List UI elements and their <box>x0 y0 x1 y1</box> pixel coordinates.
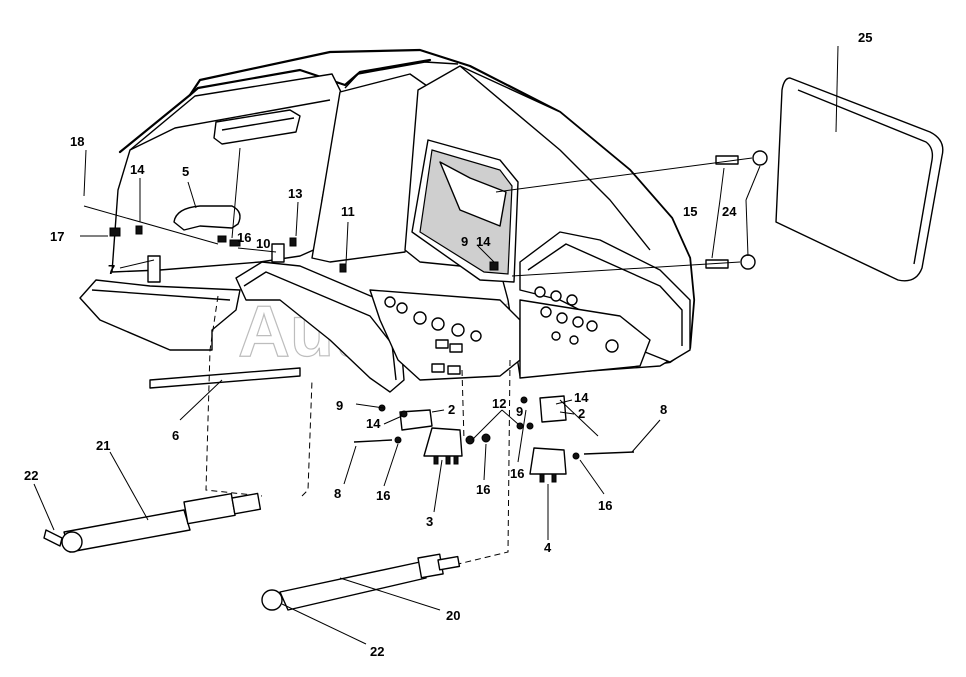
callout-8-a: 8 <box>660 402 667 417</box>
callout-16-a: 16 <box>237 230 251 245</box>
callout-2-b: 2 <box>578 406 585 421</box>
callout-16-c: 16 <box>476 482 490 497</box>
callout-16-b: 16 <box>376 488 390 503</box>
callout-17: 17 <box>50 229 64 244</box>
callout-labels: 25 18 14 5 13 11 17 16 10 7 9 14 15 24 6… <box>24 30 872 659</box>
seal-strip <box>149 367 301 389</box>
callout-22-b: 22 <box>370 644 384 659</box>
leader-lines <box>80 45 839 421</box>
callout-25: 25 <box>858 30 872 45</box>
callout-7: 7 <box>108 262 115 277</box>
grab-handle <box>173 205 241 231</box>
callout-21: 21 <box>96 438 110 453</box>
callout-9-a: 9 <box>461 234 468 249</box>
callout-13: 13 <box>288 186 302 201</box>
callout-8-b: 8 <box>334 486 341 501</box>
callout-24: 24 <box>722 204 737 219</box>
callout-9-c: 9 <box>516 404 523 419</box>
lower-leader-lines <box>33 399 661 645</box>
callout-4: 4 <box>544 540 552 555</box>
callout-10: 10 <box>256 236 270 251</box>
mount-bracket-4 <box>516 395 635 483</box>
gas-strut-20 <box>261 553 461 611</box>
callout-20: 20 <box>446 608 460 623</box>
callout-14-a: 14 <box>130 162 145 177</box>
side-window-glass <box>775 77 944 282</box>
gas-strut-21 <box>43 492 262 553</box>
callout-14-c: 14 <box>366 416 381 431</box>
callout-18: 18 <box>70 134 84 149</box>
callout-11: 11 <box>341 204 355 219</box>
callout-5: 5 <box>182 164 189 179</box>
callout-16-e: 16 <box>598 498 612 513</box>
callout-9-b: 9 <box>336 398 343 413</box>
callout-2-a: 2 <box>448 402 455 417</box>
panel-holes <box>384 286 619 353</box>
callout-14-b: 14 <box>476 234 491 249</box>
window-fasteners <box>705 150 768 270</box>
callout-12: 12 <box>492 396 506 411</box>
callout-15: 15 <box>683 204 697 219</box>
mount-bracket-3 <box>353 404 491 465</box>
callout-14-d: 14 <box>574 390 589 405</box>
callout-6: 6 <box>172 428 179 443</box>
callout-22-a: 22 <box>24 468 38 483</box>
cab-body <box>79 48 696 393</box>
callout-3: 3 <box>426 514 433 529</box>
callout-16-d: 16 <box>510 466 524 481</box>
assembly-dashed-lines <box>205 295 511 567</box>
